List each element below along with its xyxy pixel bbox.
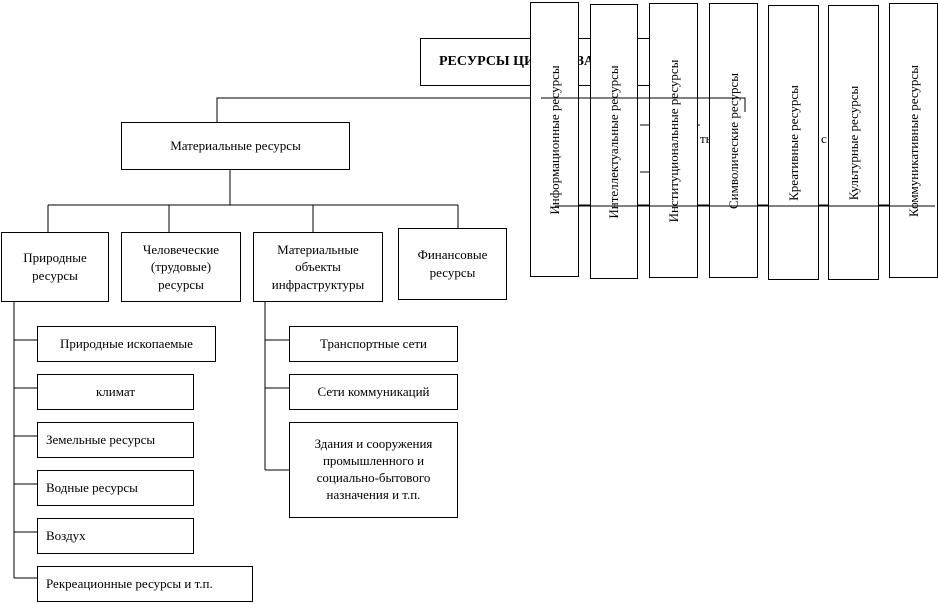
- natural-label: Природные ресурсы: [23, 250, 87, 283]
- natural-item-label: Водные ресурсы: [46, 479, 138, 495]
- information-resources-node: Информационные ресурсы: [530, 2, 579, 277]
- natural-resources-node: Природные ресурсы: [1, 232, 109, 302]
- finance-label: Финансовые ресурсы: [417, 247, 488, 280]
- communicative-resources-node: Коммуникативные ресурсы: [889, 3, 938, 278]
- infra-item: Транспортные сети: [289, 326, 458, 362]
- institutional-resources-node: Институциональные ресурсы: [649, 3, 698, 278]
- creative-resources-node: Креативные ресурсы: [768, 5, 819, 280]
- financial-resources-node: Финансовые ресурсы: [398, 228, 507, 300]
- natural-item-label: климат: [95, 383, 135, 399]
- natural-item: Рекреационные ресурсы и т.п.: [37, 566, 253, 602]
- material-label: Материальные ресурсы: [170, 137, 301, 153]
- symbolic-resources-node: Символические ресурсы: [709, 3, 758, 278]
- human-resources-node: Человеческие (трудовые) ресурсы: [121, 232, 241, 302]
- natural-item-label: Воздух: [46, 527, 86, 543]
- vertical-label: Коммуникативные ресурсы: [905, 64, 921, 217]
- natural-item: Земельные ресурсы: [37, 422, 194, 458]
- natural-item-label: Природные ископаемые: [60, 335, 193, 351]
- cultural-resources-node: Культурные ресурсы: [828, 5, 879, 280]
- natural-item-label: Земельные ресурсы: [46, 431, 156, 447]
- vertical-label: Интеллектуальные ресурсы: [606, 64, 621, 219]
- material-resources-node: Материальные ресурсы: [121, 122, 350, 170]
- vertical-label: Креативные ресурсы: [785, 84, 801, 201]
- infra-item-label: Здания и сооружения промышленного и соци…: [314, 436, 433, 502]
- human-label: Человеческие (трудовые) ресурсы: [142, 241, 220, 292]
- vertical-label: Культурные ресурсы: [845, 85, 861, 200]
- natural-item: Водные ресурсы: [37, 470, 194, 506]
- infra-item: Здания и сооружения промышленного и соци…: [289, 422, 458, 518]
- infra-item-label: Транспортные сети: [320, 335, 427, 351]
- vertical-label: Институциональные ресурсы: [665, 59, 681, 222]
- infra-label: Материальные объекты инфраструктуры: [271, 241, 365, 292]
- infra-item-label: Сети коммуникаций: [317, 383, 430, 399]
- natural-item: климат: [37, 374, 194, 410]
- vertical-label: Информационные ресурсы: [546, 64, 562, 215]
- intellectual-resources-node: Интеллектуальные ресурсы: [590, 4, 638, 279]
- nonmaterial-fragment2: с: [821, 131, 827, 146]
- infrastructure-node: Материальные объекты инфраструктуры: [253, 232, 383, 302]
- infra-item: Сети коммуникаций: [289, 374, 458, 410]
- natural-item-label: Рекреационные ресурсы и т.п.: [46, 575, 213, 591]
- natural-item: Природные ископаемые: [37, 326, 216, 362]
- vertical-label: Символические ресурсы: [725, 72, 741, 209]
- natural-item: Воздух: [37, 518, 194, 554]
